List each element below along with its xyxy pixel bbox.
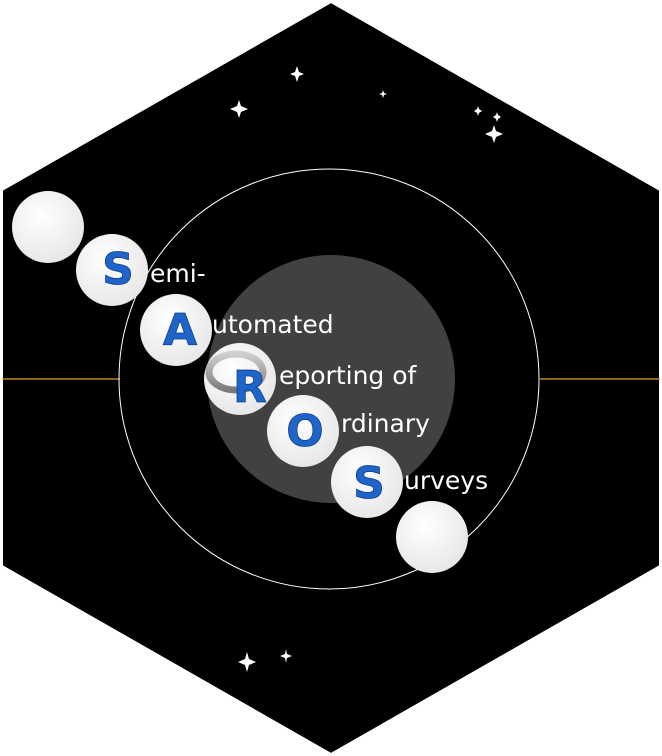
r-logo-ring-icon bbox=[205, 350, 267, 394]
letter-bubble-r: R bbox=[204, 343, 276, 415]
word-emi: emi- bbox=[150, 259, 206, 288]
star-icon bbox=[290, 66, 304, 82]
star-icon bbox=[493, 112, 501, 122]
word-rdinary: rdinary bbox=[341, 409, 430, 438]
stars bbox=[230, 66, 503, 672]
letter-bubble-s2: S bbox=[331, 446, 403, 518]
letter-a: A bbox=[163, 305, 197, 356]
star-icon bbox=[379, 90, 387, 98]
orbit-ring bbox=[118, 168, 540, 590]
letter-bubble-s1: S bbox=[76, 234, 148, 306]
star-icon bbox=[280, 649, 292, 663]
bubble-top bbox=[12, 191, 84, 263]
word-utomated: utomated bbox=[212, 310, 334, 339]
star-icon bbox=[238, 652, 256, 672]
star-icon bbox=[485, 125, 503, 143]
letter-bubble-a: A bbox=[140, 294, 212, 366]
letter-bubble-o: O bbox=[267, 395, 339, 467]
letter-s-2: S bbox=[353, 458, 385, 509]
word-urveys: urveys bbox=[404, 466, 488, 495]
star-icon bbox=[474, 106, 482, 116]
letter-s-1: S bbox=[102, 244, 134, 295]
bubble-bottom bbox=[396, 501, 468, 573]
letter-o: O bbox=[286, 406, 323, 457]
word-eporting-of: eporting of bbox=[279, 361, 418, 390]
star-icon bbox=[230, 100, 248, 118]
letter-r: R bbox=[233, 362, 267, 413]
